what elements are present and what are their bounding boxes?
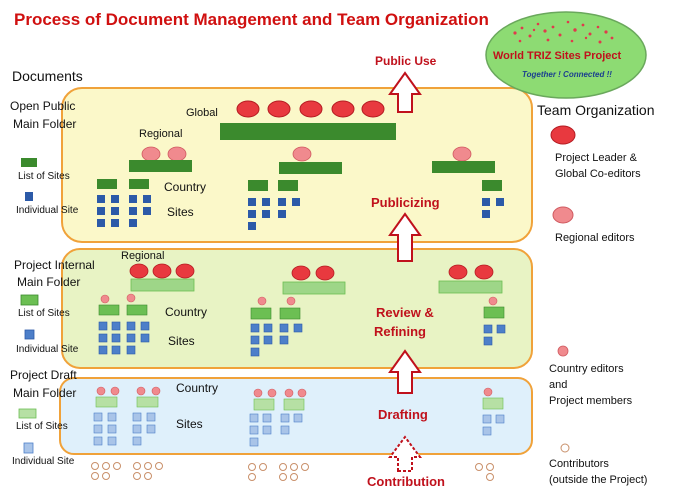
page-title: Process of Document Management and Team … [14,10,489,29]
documents-header: Documents [12,68,83,84]
logo-dots [513,20,614,44]
open-folder-label-line2: Main Folder [13,117,77,131]
country-list-bars-open [97,179,502,191]
legend-list-of-sites-open [21,158,37,167]
regional-list-bars-open [129,160,495,174]
team-country-label-line3: Project members [549,395,633,407]
level-regional-label-open: Regional [139,128,183,140]
individual-sites-open [97,195,504,230]
arrow-review [388,349,422,394]
level-sites-label-open: Sites [167,205,194,219]
legend-individual-site-draft [23,442,34,454]
arrow-public-use [388,71,422,113]
process-review-label-line2: Refining [374,324,426,339]
level-global-label: Global [186,107,218,119]
team-country-symbol [557,345,569,357]
open-folder-label-line1: Open Public [10,99,76,113]
level-country-label-open: Country [164,180,207,194]
logo-title: World TRIZ Sites Project [493,50,622,62]
legend-list-of-sites-label-open: List of Sites [18,171,70,182]
team-country-label-line2: and [549,379,568,391]
process-review-label-line1: Review & [376,305,434,320]
legend-list-of-sites-label-draft: List of Sites [16,421,68,432]
individual-sites-internal [98,321,506,357]
legend-individual-site-internal [24,329,35,340]
level-sites-label-internal: Sites [168,334,195,348]
level-regional-label-internal: Regional [121,250,165,262]
level-country-label-draft: Country [176,381,219,395]
regional-editors-open [141,146,472,162]
regional-editors-internal [129,263,494,281]
team-country-label-line1: Country editors [549,363,624,375]
team-contrib-label-line1: Contributors [549,458,609,470]
legend-individual-site-open [25,192,33,201]
global-list-bar [220,123,396,140]
country-list-bars-internal [98,304,505,320]
team-contrib-symbol [560,443,570,453]
legend-individual-site-label-draft: Individual Site [12,456,75,467]
arrow-contribution [388,435,422,472]
individual-sites-draft [93,412,505,447]
country-list-bars-draft [95,396,504,411]
legend-list-of-sites-label-internal: List of Sites [18,308,70,319]
team-leader-label-line2: Global Co-editors [555,168,641,180]
legend-individual-site-label-open: Individual Site [16,205,79,216]
legend-list-of-sites-draft [18,408,37,419]
team-leader-label-line1: Project Leader & [555,152,637,164]
country-editors-draft [96,386,493,398]
process-contribution-label: Contribution [367,474,445,489]
process-drafting-label: Drafting [378,407,428,422]
draft-folder-label-line1: Project Draft [10,368,77,382]
regional-list-bars-internal [130,278,503,295]
country-editors-internal [100,293,498,306]
legend-list-of-sites-internal [20,294,39,306]
team-regional-label: Regional editors [555,232,635,244]
logo-tagline: Together ! Connected !! [522,70,612,79]
internal-folder-label-line2: Main Folder [17,275,81,289]
team-regional-symbol [552,206,574,224]
arrow-publicizing [388,212,422,262]
process-public-use-label: Public Use [375,54,437,68]
team-contrib-label-line2: (outside the Project) [549,474,648,486]
team-leader-symbol [550,125,576,145]
contributors-circles [91,462,494,481]
legend-individual-site-label-internal: Individual Site [16,344,79,355]
level-sites-label-draft: Sites [176,417,203,431]
team-organization-header: Team Organization [537,102,655,118]
level-country-label-internal: Country [165,305,208,319]
process-publicizing-label: Publicizing [371,195,440,210]
global-editors [236,100,385,118]
internal-folder-label-line1: Project Internal [14,258,95,272]
draft-folder-label-line2: Main Folder [13,386,77,400]
